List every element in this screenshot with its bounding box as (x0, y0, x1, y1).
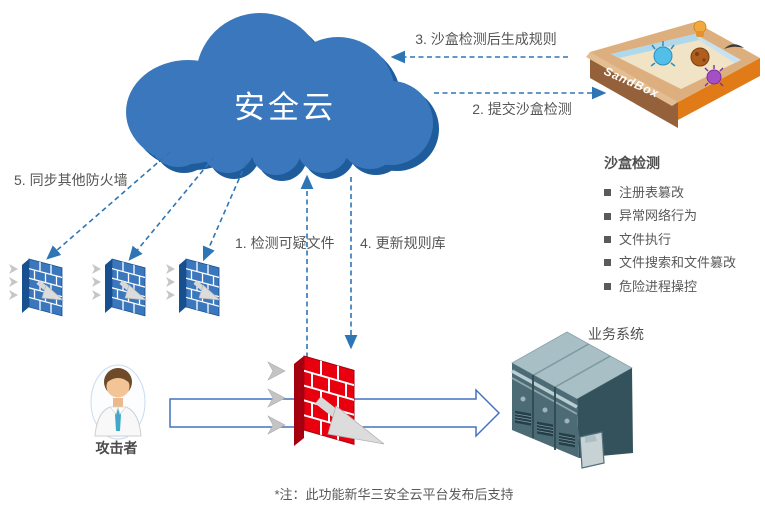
label-step4: 4. 更新规则库 (360, 235, 446, 251)
virus-characters (650, 20, 744, 87)
bullet-icon (604, 259, 611, 267)
sandbox-detection-list: 沙盒检测 注册表篡改 异常网络行为 文件执行 文件搜索和文件篡改 危险进程操控 (604, 153, 764, 298)
bullet-icon (604, 212, 611, 220)
arrow-step5-sync-firewall-3 (202, 162, 247, 262)
list-item: 危险进程操控 (604, 275, 764, 298)
arrow-step5-sync-firewall-1 (46, 151, 171, 260)
footnote: *注：此功能新华三安全云平台发布后支持 (274, 487, 514, 502)
cloud-title: 安全云 (234, 90, 336, 125)
firewall-icon-2 (92, 259, 146, 316)
list-item: 文件执行 (604, 228, 764, 251)
attacker-label: 攻击者 (95, 440, 138, 456)
cloud-shape (126, 13, 439, 181)
list-item-label: 异常网络行为 (619, 208, 698, 224)
sandbox-detection-title: 沙盒检测 (604, 155, 660, 171)
arrow-step5-sync-firewall-2 (128, 156, 215, 261)
list-item: 注册表篡改 (604, 181, 764, 204)
list-item: 文件搜索和文件篡改 (604, 251, 764, 274)
bullet-icon (604, 236, 611, 244)
label-step2: 2. 提交沙盒检测 (472, 101, 572, 117)
attacker-icon (90, 364, 146, 440)
bullet-icon (604, 189, 611, 197)
list-item-label: 文件执行 (619, 231, 672, 247)
server-icon (511, 331, 633, 469)
list-item-label: 注册表篡改 (619, 185, 685, 200)
sandbox-illustration: SandBox (586, 20, 760, 128)
label-step5: 5. 同步其他防火墙 (14, 172, 128, 188)
business-system-label: 业务系统 (588, 326, 644, 342)
list-item: 异常网络行为 (604, 204, 764, 227)
list-item-label: 文件搜索和文件篡改 (619, 255, 737, 271)
firewall-icon-1 (9, 259, 63, 316)
label-step3: 3. 沙盒检测后生成规则 (415, 31, 557, 47)
red-firewall-icon (267, 355, 385, 446)
bullet-icon (604, 282, 611, 290)
firewall-icon-3 (166, 259, 220, 316)
list-item-label: 危险进程操控 (619, 278, 698, 294)
label-step1: 1. 检测可疑文件 (235, 235, 335, 251)
